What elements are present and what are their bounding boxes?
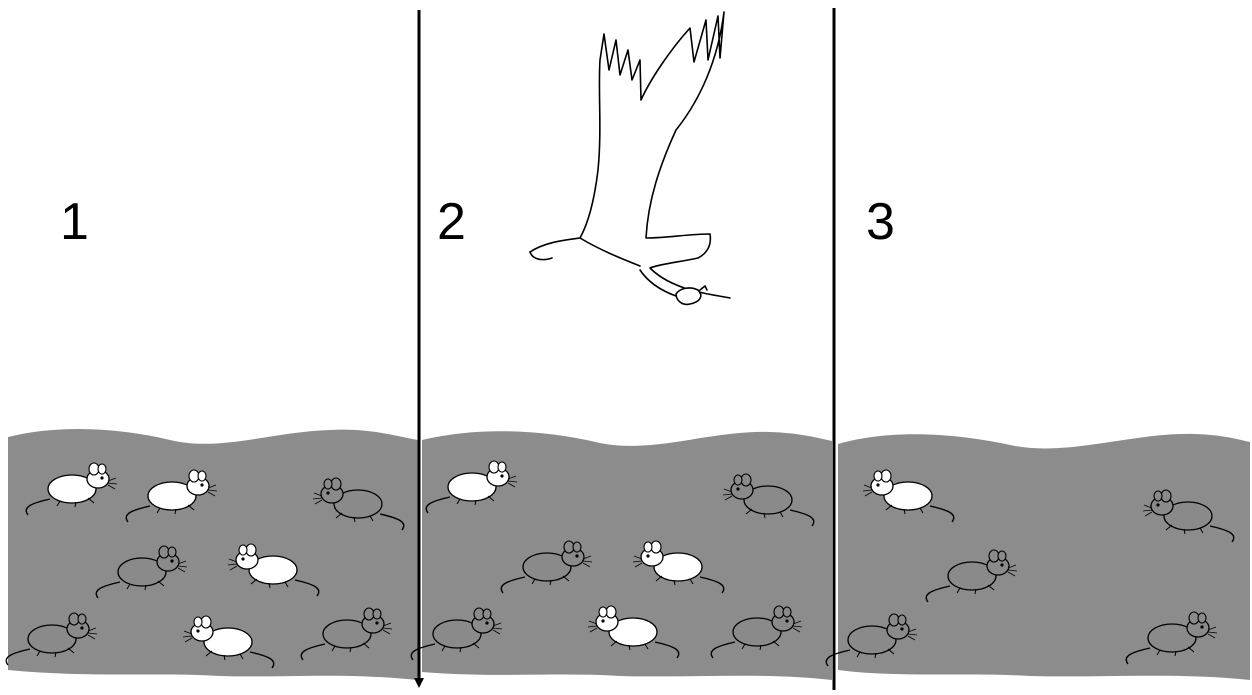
panel-label-2: 2 [437, 193, 466, 251]
hawk-carrying-mouse-icon [529, 11, 731, 306]
ground-layer [8, 428, 1250, 680]
panel-label-1: 1 [60, 193, 89, 251]
ground-strip-1 [8, 428, 418, 680]
ground-strip-2 [422, 431, 832, 680]
panel-labels: 1 2 3 [60, 193, 895, 251]
panel-label-3: 3 [866, 193, 895, 251]
divider-arrow-tip [414, 678, 424, 688]
divider-lines [414, 8, 836, 690]
ground-strip-3 [838, 433, 1250, 680]
